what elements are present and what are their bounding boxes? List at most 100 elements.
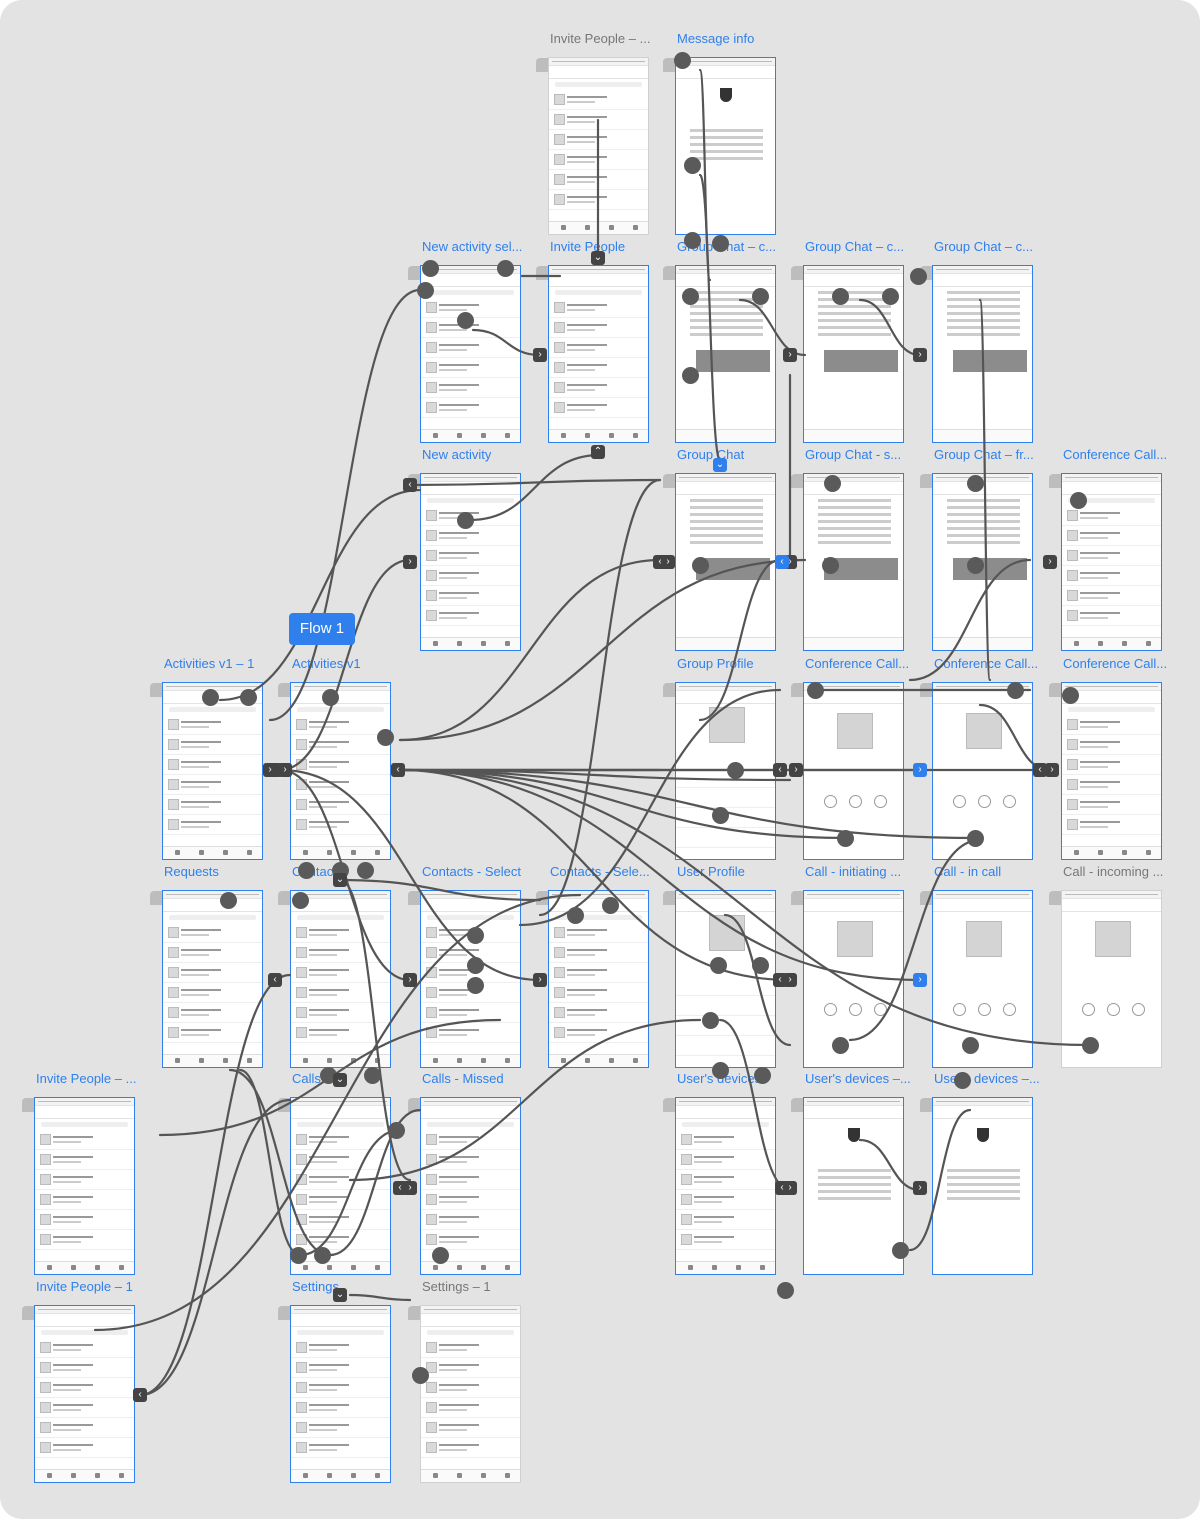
connector-knob[interactable]: [220, 892, 237, 909]
list-item[interactable]: [549, 943, 648, 963]
list-item[interactable]: [421, 1023, 520, 1043]
connector-knob[interactable]: [290, 1247, 307, 1264]
connector-knob[interactable]: [1007, 682, 1024, 699]
connector-chevron-icon[interactable]: ⌄: [333, 873, 347, 887]
message-input[interactable]: [804, 429, 903, 442]
list-item[interactable]: [163, 755, 262, 775]
call-control-button[interactable]: [978, 1003, 991, 1016]
connector-chevron-icon[interactable]: ‹: [268, 973, 282, 987]
call-control-button[interactable]: [953, 795, 966, 808]
search-field[interactable]: [427, 1122, 514, 1127]
tab-icon[interactable]: [633, 225, 638, 230]
list-item[interactable]: [421, 1130, 520, 1150]
tab-bar[interactable]: [291, 846, 390, 859]
screen-label-group-chat-fr[interactable]: Group Chat – fr...: [934, 447, 1034, 462]
screen-label-conference-call-4[interactable]: Conference Call...: [1063, 656, 1168, 671]
message-input[interactable]: [933, 637, 1032, 650]
tab-icon[interactable]: [481, 1265, 486, 1270]
list-item[interactable]: [35, 1398, 134, 1418]
screen-label-new-activity-sel[interactable]: New activity sel...: [422, 239, 523, 254]
connector-chevron-icon[interactable]: ‹: [773, 763, 787, 777]
connector-knob[interactable]: [314, 1247, 331, 1264]
connector-chevron-icon[interactable]: ‹: [133, 1388, 147, 1402]
tab-icon[interactable]: [1122, 641, 1127, 646]
screen-label-conference-call-1[interactable]: Conference Call...: [1063, 447, 1168, 462]
screen-label-conference-call-3[interactable]: Conference Call...: [934, 656, 1039, 671]
screen-label-group-chat-s[interactable]: Group Chat - s...: [805, 447, 902, 462]
screen-new-activity[interactable]: [420, 473, 521, 651]
list-item[interactable]: [421, 1003, 520, 1023]
connector-knob[interactable]: [684, 232, 701, 249]
screen-user-profile[interactable]: [675, 890, 776, 1068]
connector-knob[interactable]: [712, 807, 729, 824]
list-item[interactable]: [35, 1438, 134, 1458]
screen-label-calls-missed[interactable]: Calls - Missed: [422, 1071, 504, 1086]
search-field[interactable]: [297, 1122, 384, 1127]
connector-knob[interactable]: [357, 862, 374, 879]
connector-knob[interactable]: [837, 830, 854, 847]
tab-icon[interactable]: [433, 1058, 438, 1063]
connector-knob[interactable]: [702, 1012, 719, 1029]
search-field[interactable]: [427, 498, 514, 503]
tab-bar[interactable]: [549, 429, 648, 442]
connector-knob[interactable]: [967, 557, 984, 574]
tab-icon[interactable]: [1098, 641, 1103, 646]
list-item[interactable]: [676, 1210, 775, 1230]
list-item[interactable]: [549, 378, 648, 398]
list-item[interactable]: [163, 963, 262, 983]
settings-row[interactable]: [676, 848, 775, 859]
connector-knob[interactable]: [432, 1247, 449, 1264]
screen-group-chat[interactable]: [675, 473, 776, 651]
tab-icon[interactable]: [481, 433, 486, 438]
tab-icon[interactable]: [375, 1473, 380, 1478]
list-item[interactable]: [549, 923, 648, 943]
settings-row[interactable]: [676, 788, 775, 808]
tab-bar[interactable]: [35, 1261, 134, 1274]
list-item[interactable]: [421, 1418, 520, 1438]
list-item[interactable]: [1062, 815, 1161, 835]
connector-knob[interactable]: [322, 689, 339, 706]
flow-start-button[interactable]: Flow 1: [289, 613, 355, 645]
connector-chevron-icon[interactable]: ›: [533, 973, 547, 987]
tab-icon[interactable]: [481, 641, 486, 646]
tab-icon[interactable]: [505, 1265, 510, 1270]
connector-chevron-icon[interactable]: ‹: [775, 1181, 789, 1195]
tab-icon[interactable]: [199, 1058, 204, 1063]
tab-bar[interactable]: [549, 1054, 648, 1067]
connector-chevron-icon[interactable]: ›: [1045, 763, 1059, 777]
connector-knob[interactable]: [832, 288, 849, 305]
search-field[interactable]: [555, 290, 642, 295]
tab-bar[interactable]: [35, 1469, 134, 1482]
connector-knob[interactable]: [467, 927, 484, 944]
connector-knob[interactable]: [467, 977, 484, 994]
call-control-button[interactable]: [849, 795, 862, 808]
list-item[interactable]: [1062, 795, 1161, 815]
tab-icon[interactable]: [175, 1058, 180, 1063]
list-item[interactable]: [35, 1190, 134, 1210]
list-item[interactable]: [549, 1023, 648, 1043]
list-item[interactable]: [421, 1398, 520, 1418]
list-item[interactable]: [1062, 526, 1161, 546]
connector-knob[interactable]: [710, 957, 727, 974]
call-control-button[interactable]: [849, 1003, 862, 1016]
screen-label-calls[interactable]: Calls: [292, 1071, 321, 1086]
list-item[interactable]: [163, 715, 262, 735]
list-item[interactable]: [291, 1398, 390, 1418]
connector-knob[interactable]: [824, 475, 841, 492]
connector-knob[interactable]: [202, 689, 219, 706]
connector-chevron-icon[interactable]: ›: [913, 973, 927, 987]
call-control-button[interactable]: [824, 1003, 837, 1016]
connector-knob[interactable]: [388, 1122, 405, 1139]
connector-knob[interactable]: [377, 729, 394, 746]
list-item[interactable]: [421, 338, 520, 358]
connector-knob[interactable]: [412, 1367, 429, 1384]
screen-label-activities-v1-1[interactable]: Activities v1 – 1: [164, 656, 255, 671]
list-item[interactable]: [549, 983, 648, 1003]
screen-activities-v1-1[interactable]: [162, 682, 263, 860]
list-item[interactable]: [1062, 566, 1161, 586]
list-item[interactable]: [291, 1438, 390, 1458]
screen-group-profile[interactable]: [675, 682, 776, 860]
search-field[interactable]: [427, 1330, 514, 1335]
connector-chevron-icon[interactable]: ⌄: [333, 1073, 347, 1087]
screen-label-activities-v1[interactable]: Activities v1: [292, 656, 361, 671]
